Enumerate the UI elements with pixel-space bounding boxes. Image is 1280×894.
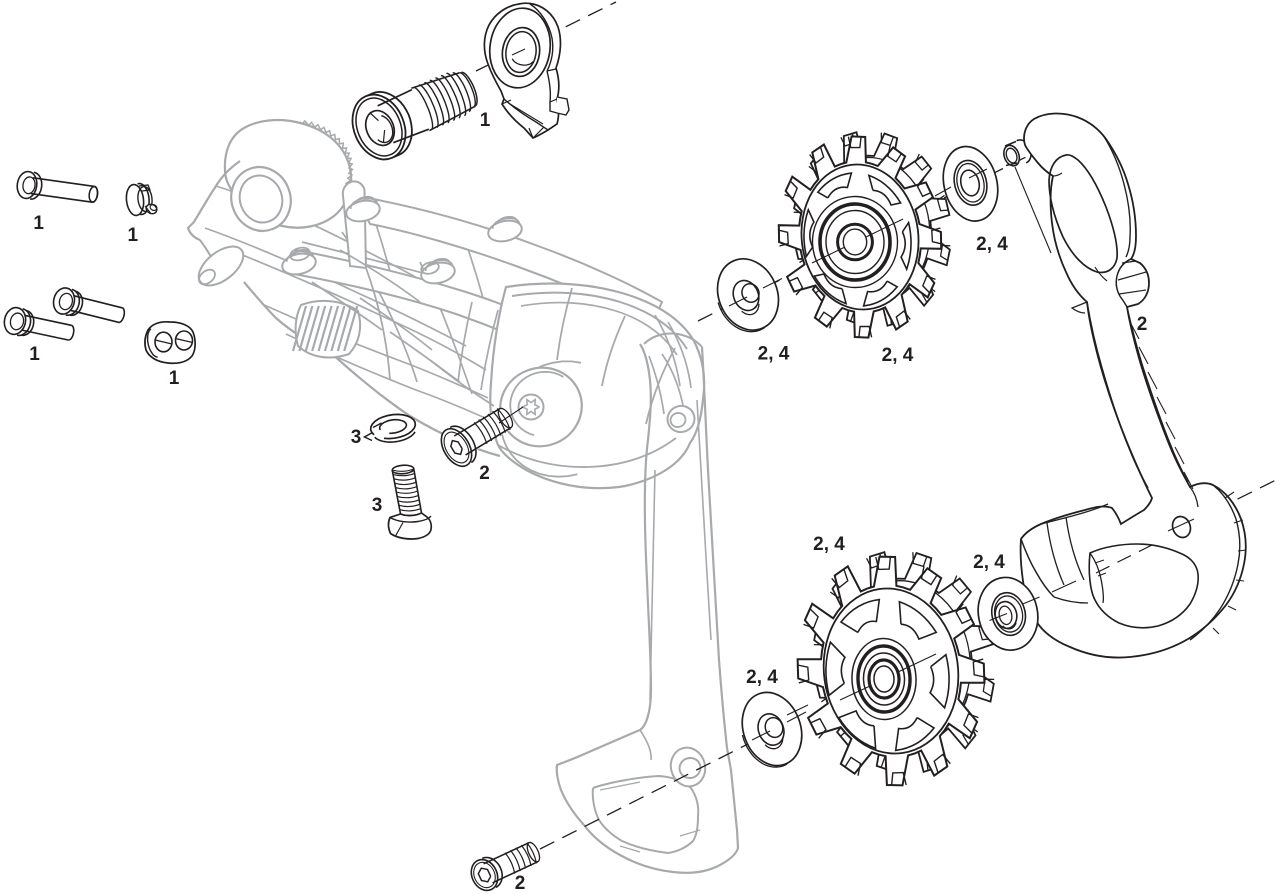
svg-text:2, 4: 2, 4 [813, 534, 845, 555]
svg-text:2: 2 [515, 873, 526, 894]
svg-text:2, 4: 2, 4 [976, 234, 1008, 255]
svg-text:2, 4: 2, 4 [973, 552, 1005, 573]
svg-text:1: 1 [128, 225, 139, 246]
svg-text:2: 2 [479, 463, 490, 484]
svg-text:1: 1 [29, 344, 40, 365]
svg-text:1: 1 [33, 213, 44, 234]
svg-text:2: 2 [1137, 314, 1148, 335]
svg-text:2, 4: 2, 4 [746, 667, 778, 688]
svg-text:1: 1 [480, 110, 491, 131]
svg-text:3: 3 [372, 495, 383, 516]
svg-text:1: 1 [169, 368, 180, 389]
svg-text:2, 4: 2, 4 [758, 344, 790, 365]
svg-text:3: 3 [351, 427, 362, 448]
svg-text:2, 4: 2, 4 [882, 345, 914, 366]
